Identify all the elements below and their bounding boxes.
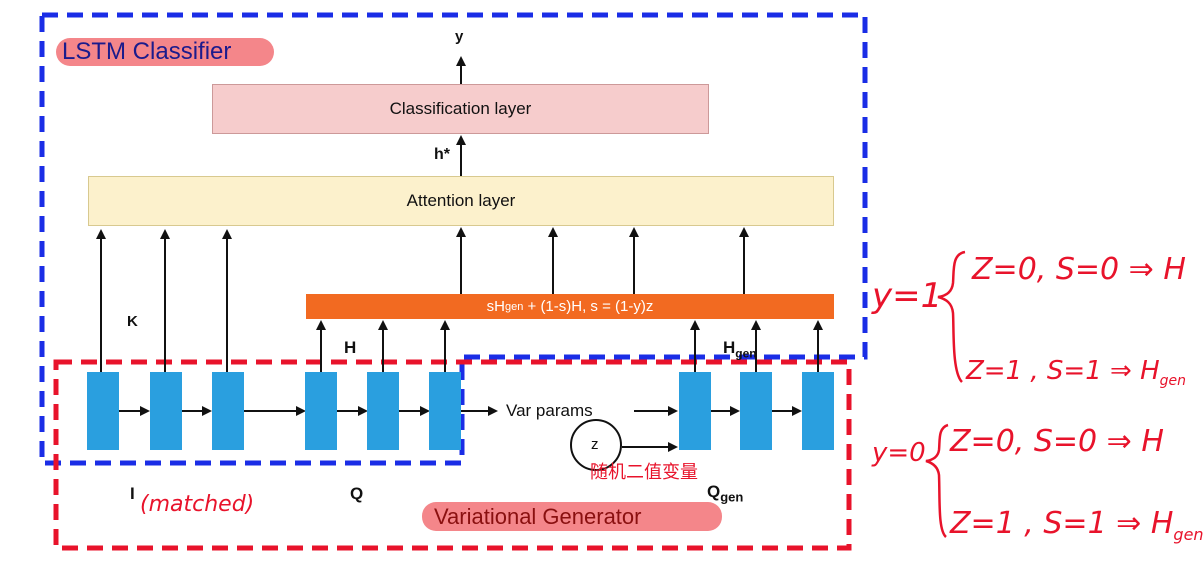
random-var-annotation: 随机二值变量 [590, 462, 698, 483]
y1-case1: Z=0, S=0 ⇒ H [972, 252, 1186, 287]
y1-case2-sub: gen [1159, 373, 1187, 390]
q-gen-main: Q [707, 482, 721, 501]
lstm-classifier-badge [56, 38, 274, 66]
y1-case2: Z=1 , S=1 ⇒ Hgen [966, 356, 1186, 389]
attention-layer: Attention layer [88, 176, 834, 226]
classification-layer: Classification layer [212, 84, 709, 134]
h-star-label: h* [434, 146, 450, 163]
mix-formula-sub: gen [504, 300, 524, 313]
y1-label: y=1 [872, 276, 943, 316]
mix-formula-part2: + (1-s)H, s = (1-y)z [523, 298, 654, 315]
y1-case2-main: Z=1 , S=1 ⇒ H [966, 356, 1160, 386]
h-gen-sub: gen [735, 346, 757, 361]
y0-case2: Z=1 , S=1 ⇒ Hgen [950, 506, 1204, 544]
lstm-cell-q1 [305, 372, 337, 450]
h-label: H [344, 338, 357, 357]
lstm-cell-i3 [212, 372, 244, 450]
brace-y1 [937, 250, 966, 383]
lstm-cell-qgen1 [679, 372, 711, 450]
k-label: K [127, 313, 138, 330]
h-gen-label: Hgen [723, 338, 757, 360]
brace-y0 [925, 423, 949, 538]
lstm-cell-i2 [150, 372, 182, 450]
i-input-label: I [130, 484, 135, 503]
y0-case2-sub: gen [1173, 525, 1204, 544]
y0-label: y=0 [872, 438, 926, 468]
y-output-label: y [455, 28, 464, 45]
variational-generator-label: Variational Generator [434, 504, 642, 529]
z-node-label: z [591, 436, 599, 453]
lstm-cell-qgen3 [802, 372, 834, 450]
q-gen-sub: gen [720, 489, 744, 505]
generator-frame [53, 359, 852, 551]
lstm-cell-q2 [367, 372, 399, 450]
lstm-classifier-label: LSTM Classifier [62, 38, 232, 65]
variational-generator-badge [422, 502, 722, 531]
q-label: Q [350, 484, 364, 503]
lstm-cell-qgen2 [740, 372, 772, 450]
h-gen-main: H [723, 338, 736, 357]
y0-case2-main: Z=1 , S=1 ⇒ H [950, 506, 1174, 541]
var-params-label: Var params [506, 401, 593, 420]
lstm-cell-i1 [87, 372, 119, 450]
lstm-cell-q3 [429, 372, 461, 450]
y0-case1: Z=0, S=0 ⇒ H [950, 424, 1164, 459]
matched-annotation: (matched) [140, 492, 255, 517]
z-node-circle [570, 419, 622, 471]
q-gen-label: Qgen [707, 482, 743, 504]
mix-formula-part1: sH [486, 298, 505, 315]
